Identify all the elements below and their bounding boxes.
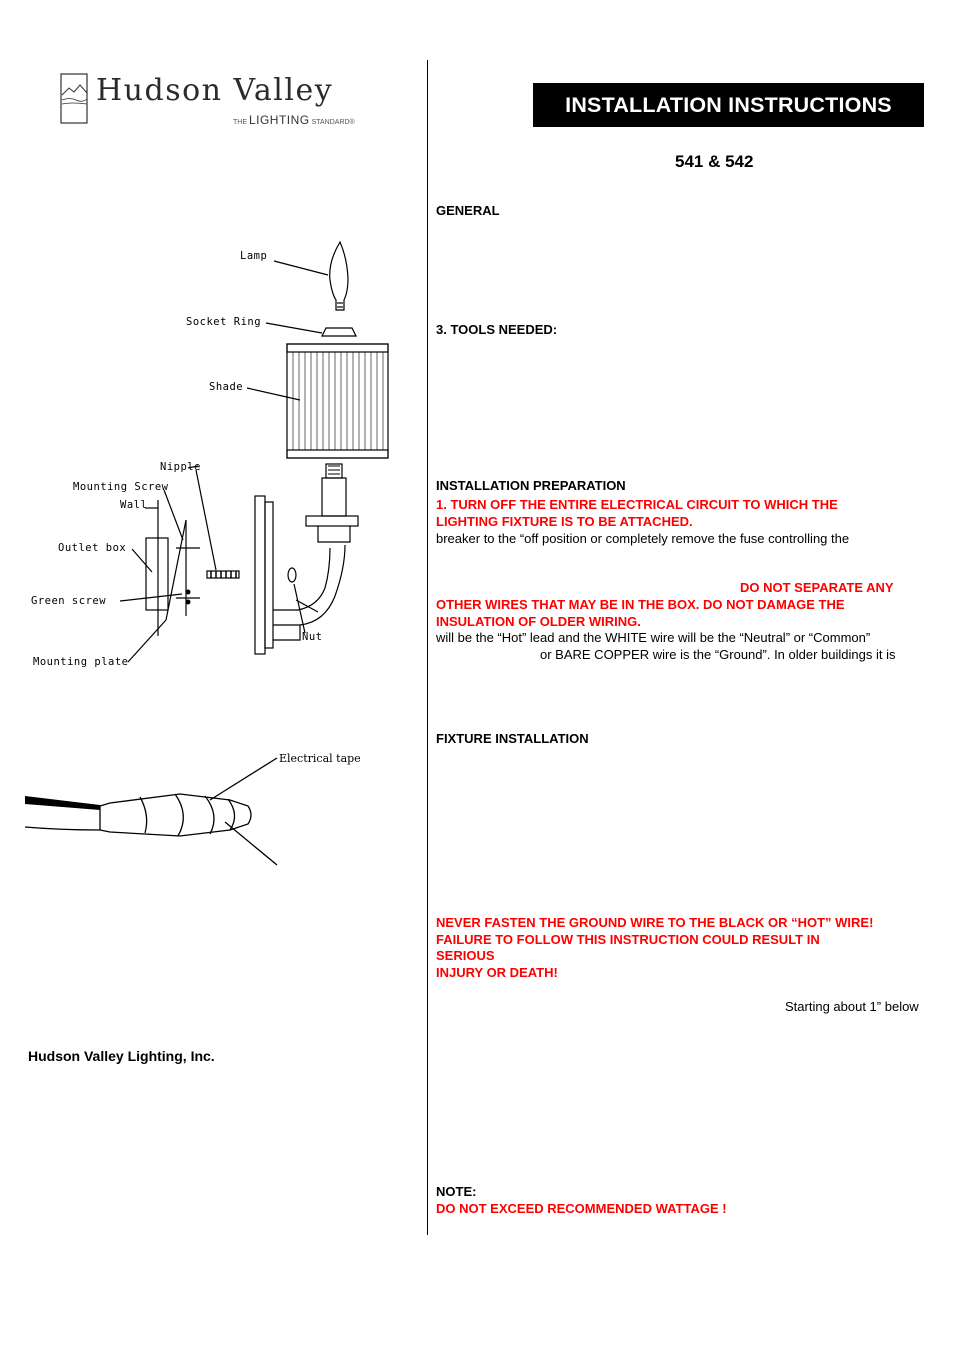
backplate-icon: [254, 495, 274, 655]
label-mounting-screw: Mounting Screw: [73, 481, 169, 493]
shade-flutes: [292, 352, 384, 450]
general-heading: GENERAL: [436, 203, 500, 218]
outlet-box-icon: [145, 537, 169, 611]
fixture-heading: FIXTURE INSTALLATION: [436, 731, 589, 746]
starting-text: Starting about 1” below: [785, 999, 919, 1014]
lamp-bulb-icon: [329, 240, 349, 311]
label-nut: Nut: [302, 631, 323, 643]
prep-heading: INSTALLATION PREPARATION: [436, 478, 626, 493]
label-electrical-tape: Electrical tape: [279, 752, 361, 765]
electrical-tape-splice-icon: [24, 757, 278, 866]
note-warning: DO NOT EXCEED RECOMMENDED WATTAGE !: [436, 1201, 727, 1216]
label-lamp: Lamp: [240, 250, 268, 262]
mounting-plate-icon: [165, 519, 187, 621]
logo-tagline: THE LIGHTING STANDARD®: [233, 113, 355, 127]
ground-warning-line-4: INJURY OR DEATH!: [436, 965, 558, 980]
column-divider: [427, 60, 428, 1235]
prep-warning-line-4: OTHER WIRES THAT MAY BE IN THE BOX. DO N…: [436, 597, 845, 612]
prep-warning-line-5: INSULATION OF OLDER WIRING.: [436, 614, 641, 629]
label-outlet-box: Outlet box: [58, 542, 127, 554]
brand-logo: Hudson Valley THE LIGHTING STANDARD®: [60, 73, 372, 129]
model-number: 541 & 542: [675, 152, 754, 171]
company-name: Hudson Valley Lighting, Inc.: [28, 1048, 215, 1064]
tools-heading: 3. TOOLS NEEDED:: [436, 322, 558, 337]
fixture-arm-icon: [273, 463, 359, 641]
prep-warning-line-3: DO NOT SEPARATE ANY: [740, 580, 894, 595]
logo-name: Hudson Valley: [96, 73, 334, 108]
label-shade: Shade: [209, 381, 244, 393]
page-title-banner: INSTALLATION INSTRUCTIONS: [533, 83, 924, 127]
prep-text-1: breaker to the “off position or complete…: [436, 531, 850, 546]
label-socket-ring: Socket Ring: [186, 316, 262, 328]
ground-warning-line-3: SERIOUS: [436, 948, 495, 963]
nipple-icon: [206, 570, 240, 579]
mountain-logo-icon: [60, 73, 88, 124]
prep-warning-line-1: 1. TURN OFF THE ENTIRE ELECTRICAL CIRCUI…: [436, 497, 838, 512]
nut-icon: [287, 567, 297, 583]
label-green-screw: Green screw: [31, 595, 107, 607]
label-wall: Wall: [120, 499, 148, 511]
socket-ring-icon: [321, 327, 357, 337]
label-nipple: Nipple: [160, 461, 201, 473]
ground-warning-line-2: FAILURE TO FOLLOW THIS INSTRUCTION COULD…: [436, 932, 820, 947]
prep-text-3: or BARE COPPER wire is the “Ground”. In …: [540, 647, 896, 662]
note-heading: NOTE:: [436, 1184, 477, 1199]
label-mounting-plate: Mounting plate: [33, 656, 129, 668]
shade-icon: [286, 343, 389, 459]
prep-text-2: will be the “Hot” lead and the WHITE wir…: [436, 630, 871, 645]
ground-warning-line-1: NEVER FASTEN THE GROUND WIRE TO THE BLAC…: [436, 915, 874, 930]
prep-warning-line-2: LIGHTING FIXTURE IS TO BE ATTACHED.: [436, 514, 693, 529]
